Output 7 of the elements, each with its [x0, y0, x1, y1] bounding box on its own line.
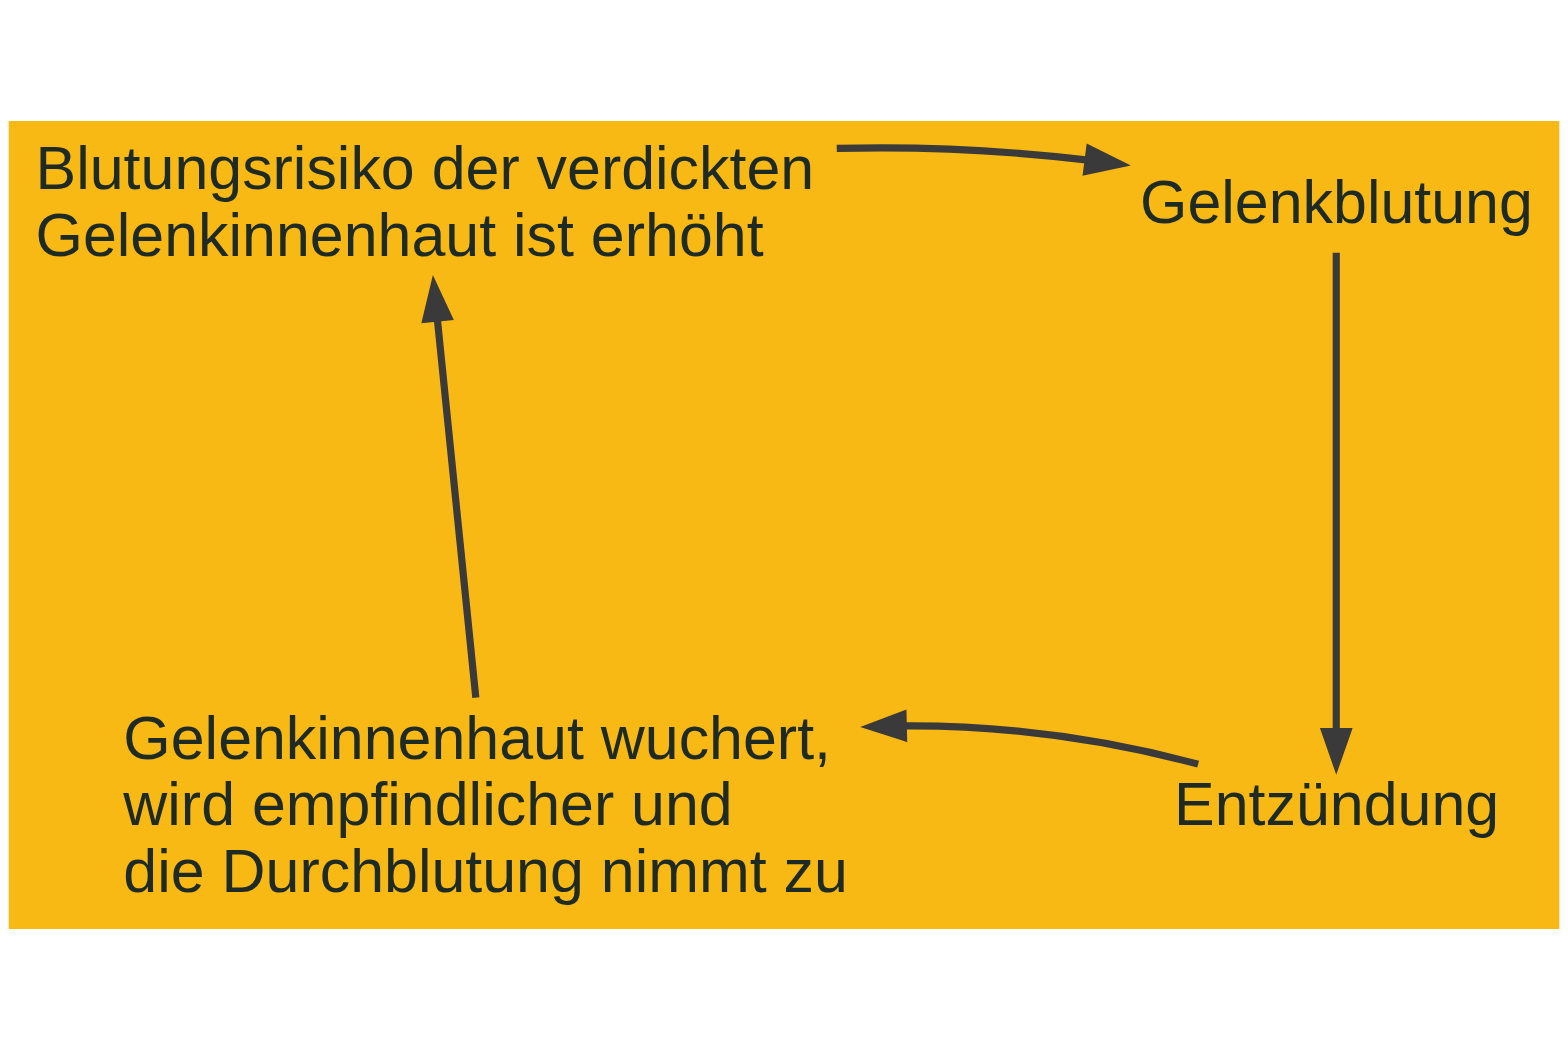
node-text: Gelenkblutung [1140, 167, 1533, 236]
node-text: Blutungsrisiko der verdickten Gelenkinnenhaut ist erhöht [35, 133, 815, 269]
arrow [860, 709, 1200, 768]
node-text: Entzündung [1174, 769, 1500, 838]
arrow [421, 274, 480, 698]
node-text: Gelenkinnenhaut wuchert, wird empfindlicher und die Durchblutung nimmt zu [123, 703, 848, 905]
arrow [836, 142, 1131, 176]
